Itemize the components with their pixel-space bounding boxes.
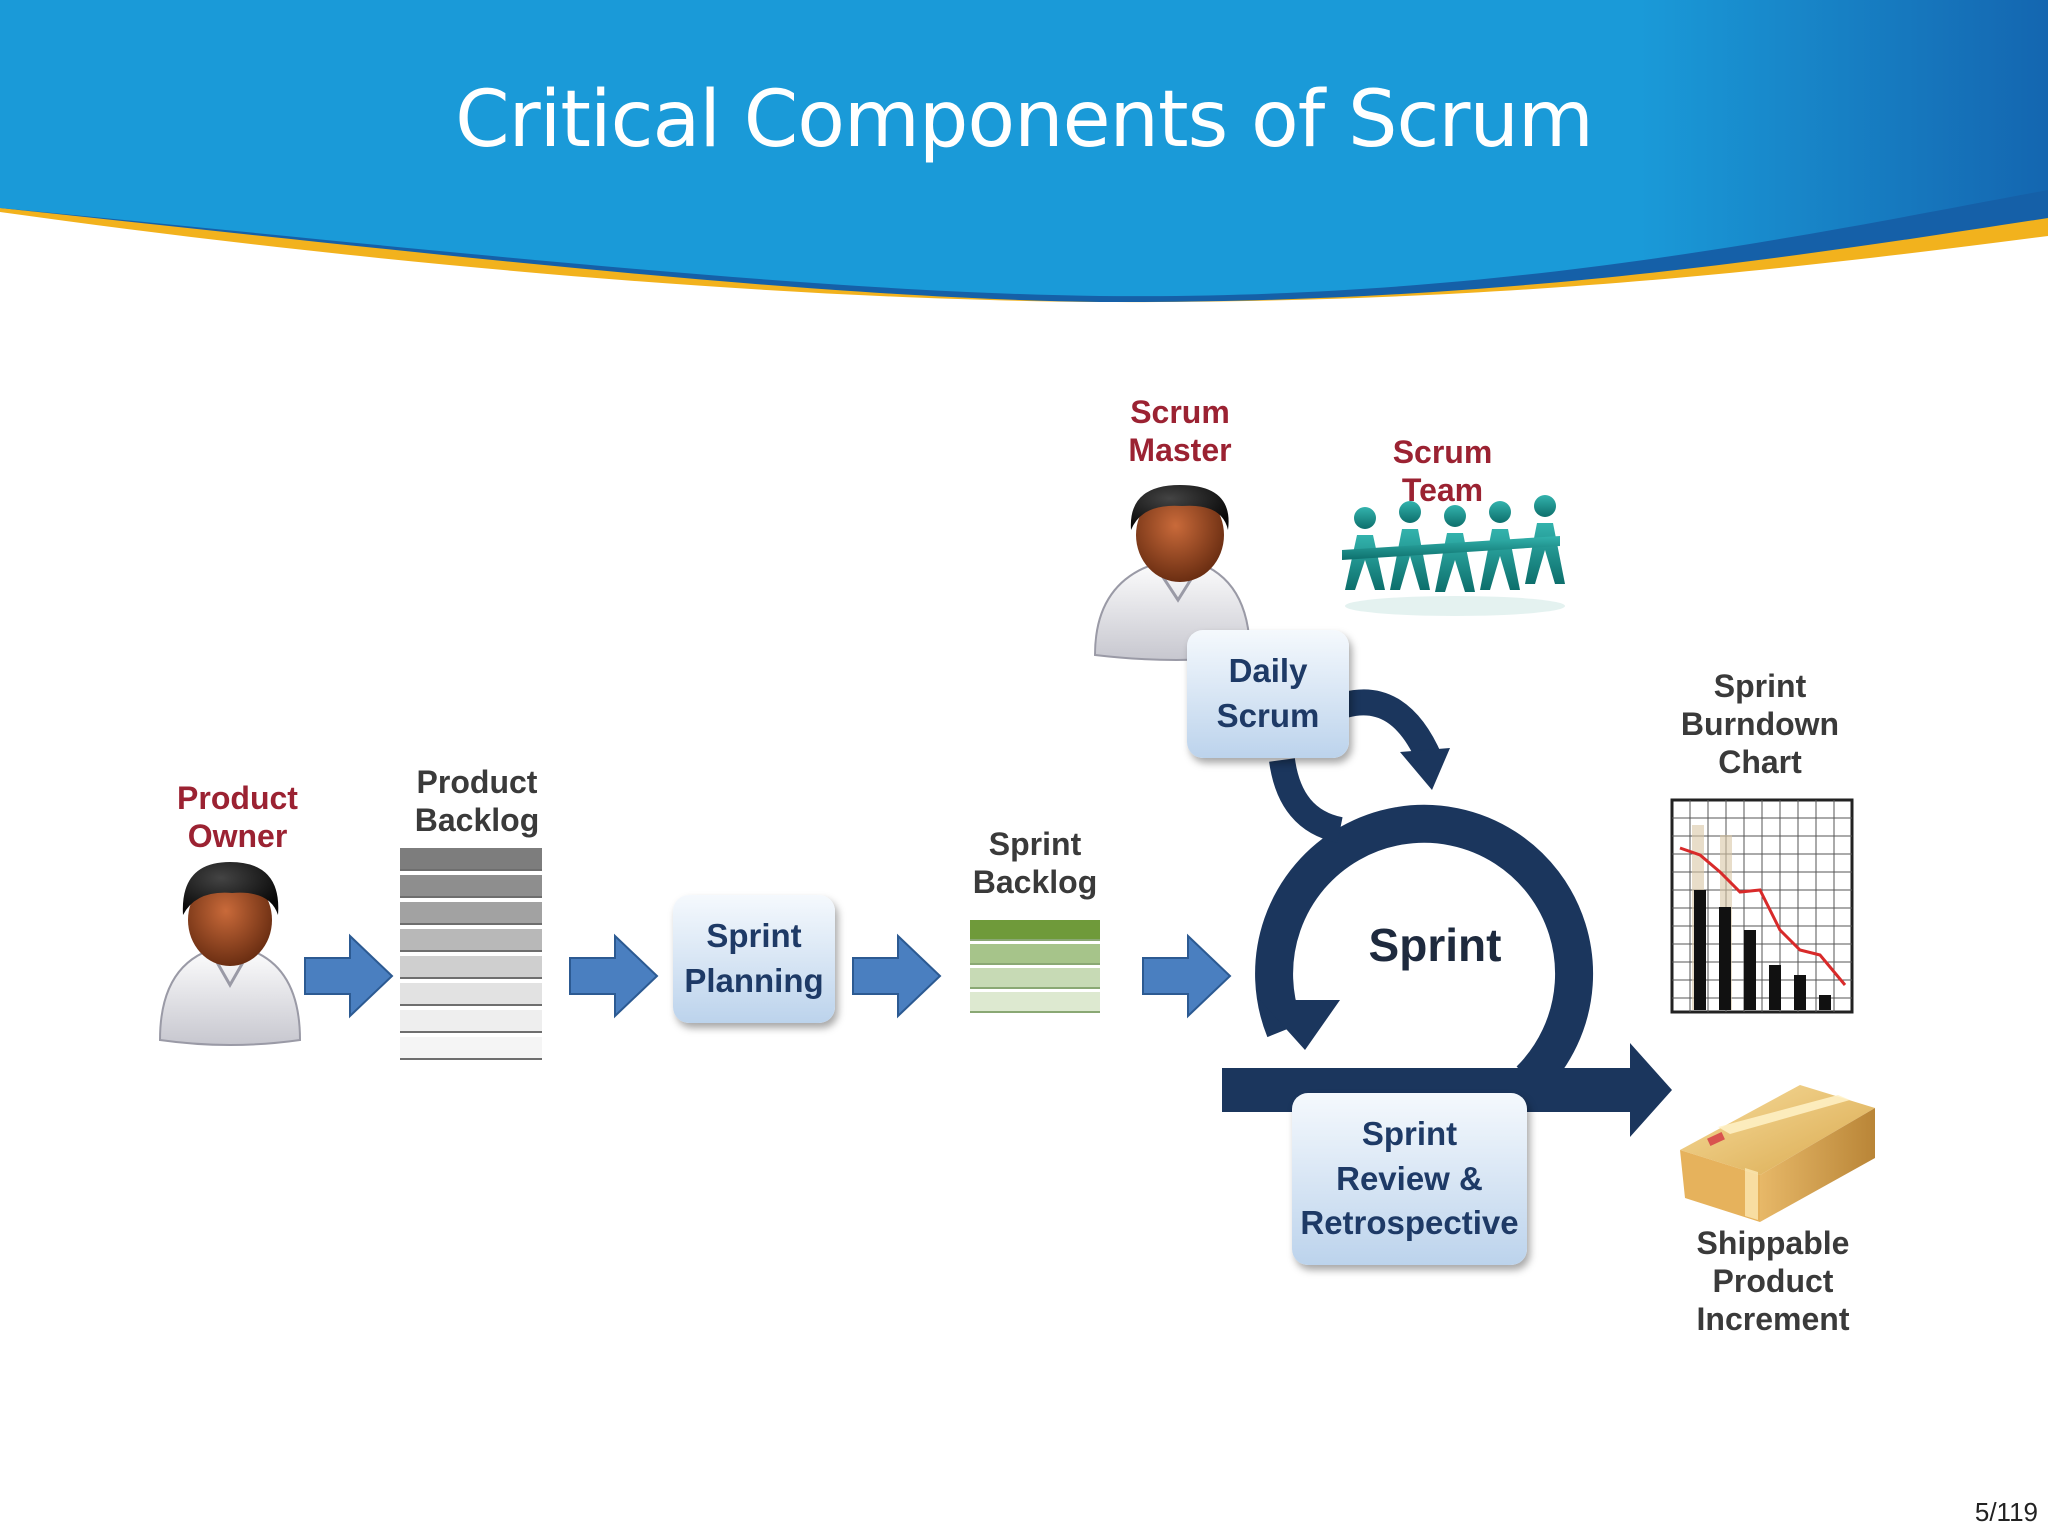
burndown-label-line3: Chart [1718, 743, 1802, 780]
scrum-master-label: Scrum Master [1105, 394, 1255, 470]
sprint-review-line2: Review & [1336, 1159, 1483, 1197]
sprint-cycle-arrowhead [1260, 1000, 1340, 1050]
page-number: 5/119 [1974, 1497, 2038, 1527]
sprint-planning-line2: Planning [684, 962, 824, 999]
arrow-owner-to-backlog [304, 933, 394, 1019]
scrum-master-label-line1: Scrum [1130, 394, 1230, 430]
sprint-burndown-chart-icon [1670, 798, 1854, 1014]
sprint-backlog-label: Sprint Backlog [955, 826, 1115, 902]
sprint-label: Sprint [1368, 919, 1502, 971]
scrum-team-label-line1: Scrum [1392, 434, 1493, 470]
arrow-backlog-to-planning [569, 933, 659, 1019]
sprint-review-line1: Sprint [1361, 1115, 1458, 1153]
product-owner-label-line2: Owner [187, 817, 288, 854]
shippable-label-line1: Shippable [1696, 1225, 1850, 1261]
burndown-label-line1: Sprint [1713, 668, 1807, 704]
sprint-backlog-label-line2: Backlog [972, 863, 1098, 900]
sprint-backlog-label-line1: Sprint [988, 826, 1082, 862]
sprint-review-box: Sprint Review & Retrospective [1292, 1093, 1527, 1265]
arrow-sprint-backlog-to-sprint [1142, 933, 1232, 1019]
shippable-label-line2: Product [1712, 1262, 1834, 1299]
product-backlog-label-line1: Product [416, 764, 538, 800]
scrum-team-icon [1342, 495, 1565, 616]
product-backlog-label: Product Backlog [392, 764, 562, 840]
product-backlog-label-line2: Backlog [414, 801, 540, 838]
scrum-master-label-line2: Master [1128, 431, 1232, 468]
daily-scrum-line1: Daily [1228, 652, 1308, 690]
product-owner-label: Product Owner [155, 780, 320, 856]
sprint-planning-box: Sprint Planning [673, 895, 835, 1023]
scrum-team-label: Scrum Team [1370, 434, 1515, 510]
shippable-label-line3: Increment [1696, 1300, 1850, 1337]
scrum-team-label-line2: Team [1401, 471, 1484, 508]
slide-title: Critical Components of Scrum [455, 75, 1594, 165]
shippable-product-increment-label: Shippable Product Increment [1678, 1225, 1868, 1338]
sprint-planning-line1: Sprint [706, 917, 802, 955]
product-owner-label-line1: Product [177, 780, 298, 816]
burndown-label-line2: Burndown [1680, 705, 1840, 742]
sprint-burndown-chart-label: Sprint Burndown Chart [1665, 668, 1855, 781]
arrow-planning-to-sprint-backlog [852, 933, 942, 1019]
sprint-review-line3: Retrospective [1300, 1204, 1519, 1242]
product-owner-icon [158, 862, 302, 1046]
sprint-backlog-icon [970, 920, 1100, 1013]
daily-scrum-box: Daily Scrum [1187, 630, 1349, 758]
daily-scrum-arrowhead [1400, 748, 1450, 790]
sprint-cycle-icon [1255, 689, 1594, 1094]
daily-scrum-line2: Scrum [1216, 697, 1320, 734]
sprint-output-arrow [1222, 1043, 1672, 1137]
shippable-product-box-icon [1680, 1085, 1875, 1222]
header-band [0, 0, 2048, 303]
product-backlog-icon [400, 848, 542, 1060]
